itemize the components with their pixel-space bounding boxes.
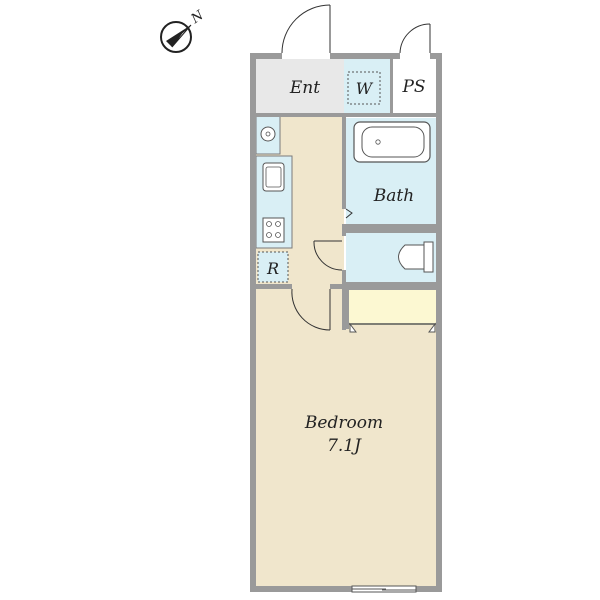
compass-north-label: N [188,8,207,28]
wall-closet-left [344,289,349,329]
sink-basin [265,166,282,188]
bathtub-icon [353,121,431,163]
stove-burner-1 [266,221,272,227]
washbasin-drain [265,131,271,137]
wall-toilet-left-top [342,224,346,236]
entrance-floor [256,59,344,113]
washbasin-icon [260,126,276,142]
wall-top-left [250,53,282,59]
wall-bottom-right [416,586,442,592]
stove-burner-3 [266,232,272,238]
pipe-space-label: PS [401,77,425,97]
bathtub-drain [375,139,381,145]
toilet-icon [398,244,425,270]
bathtub-inner [361,126,425,158]
entrance-label: Ent [289,78,320,98]
stove-burner-4 [275,232,281,238]
closet-door-mark-right [428,322,436,333]
ps-door-swing [399,23,431,54]
bath-door [345,208,353,219]
doors [281,4,431,331]
bedroom-window [351,585,417,593]
wall-toilet-bottom [342,282,436,290]
wall-bath-bottom [342,224,436,233]
wall-top-mid [330,53,400,59]
refrigerator-space [257,251,289,283]
bedroom-floor [256,287,436,586]
closet-door-mark-left [349,322,357,333]
washer-box [347,71,381,105]
wall-ent-bottom [256,113,436,117]
bedroom-size-label: 7.1J [327,436,362,456]
washer-label: W [356,79,374,98]
toilet-tank [423,241,434,273]
toilet-door-swing [313,240,343,271]
wall-bath-left [342,117,346,209]
bath-label: Bath [373,186,414,206]
bedroom-label: Bedroom [304,413,383,433]
compass: N [160,8,207,53]
refrigerator-label: R [266,259,279,278]
wall-bedroom-top-right [330,284,346,289]
bedroom-door-swing [291,288,331,331]
wall-left [250,53,256,592]
walls [250,53,442,592]
stove-burner-2 [275,221,281,227]
compass-needle-tail [171,24,192,48]
wall-ps-left [390,59,393,113]
stove-icon [262,217,285,243]
pipe-space-floor [392,59,436,113]
wall-bedroom-top-left [256,284,292,289]
entrance-door-swing [281,4,331,54]
closet-floor [349,290,436,325]
sink-icon [262,162,285,192]
wall-bottom-left [250,586,352,592]
wall-right [436,53,442,592]
